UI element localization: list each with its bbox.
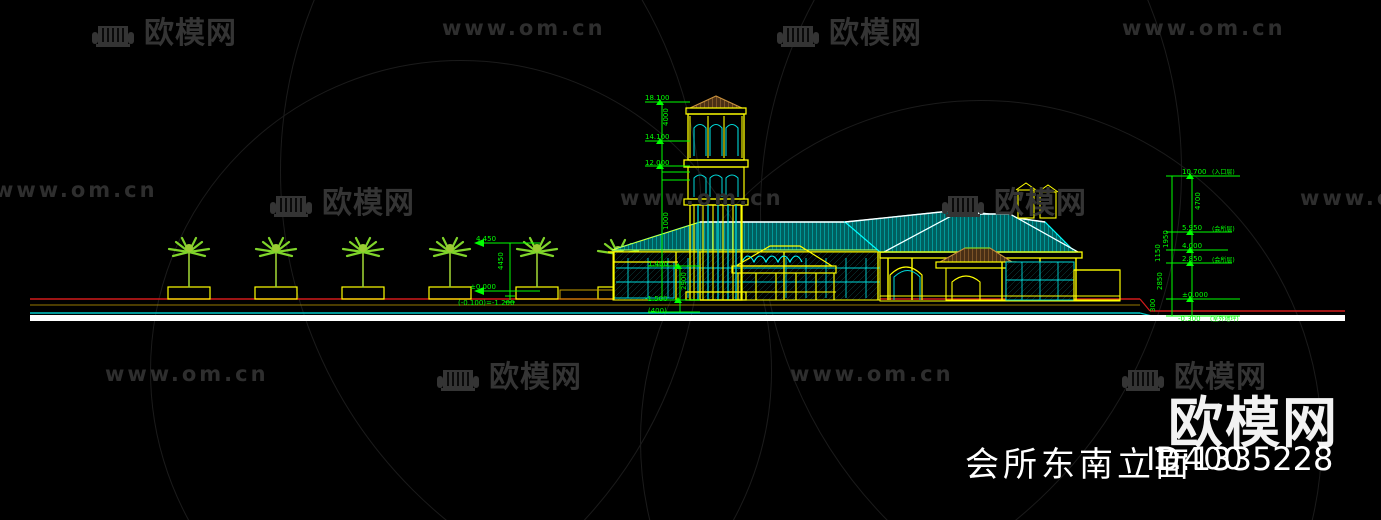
dimension-left [474, 239, 540, 303]
dim-1950: 1950 [1162, 230, 1170, 248]
elev-neg1500: -1.500 [645, 295, 668, 303]
palm-trees-row [167, 236, 640, 300]
drawing-title: 会所东南立面 [965, 445, 1193, 485]
dimension-right [1166, 173, 1240, 317]
elev-14100: 14.100 [645, 133, 670, 141]
elev-18100: 18.100 [645, 94, 670, 102]
site-grade-lines [30, 298, 1345, 321]
elev-zero-left: ±0.000 [470, 283, 496, 291]
dimension-tower [645, 99, 690, 300]
elev-10700: 10.700 [1182, 168, 1207, 176]
elev-neg300-note: (室外地坪) [1210, 315, 1239, 323]
drawing-scale: 1:400 [1152, 442, 1244, 477]
dim-4000: 4000 [662, 108, 670, 126]
elev-1400: 1.400 [648, 260, 668, 268]
dim-4450: 4450 [497, 252, 505, 270]
elev-left-lower: (-0.100)=-1.200 [458, 299, 514, 307]
elev-2850: 2.850 [1182, 255, 1202, 263]
elev-12000: 12.000 [645, 159, 670, 167]
dim-1000: 1000 [662, 212, 670, 230]
dim-1150: 1150 [1154, 244, 1162, 262]
dim-4700: 4700 [1194, 192, 1202, 210]
drawing-id: ID:1335228 [1146, 440, 1334, 478]
dim-2850: 2850 [1156, 272, 1164, 290]
right-pavilion [879, 182, 1121, 302]
elev-5950-note: (会所层) [1212, 225, 1235, 233]
elev-zero-right: ±0.000 [1182, 291, 1208, 299]
dim-2900: 2900 [680, 272, 688, 290]
elev-10700-note: (入口层) [1212, 169, 1235, 176]
elev-400: (400) [648, 307, 667, 315]
elev-4450: 4.450 [476, 235, 496, 243]
central-bell-tower [683, 95, 749, 301]
elev-5950: 5.950 [1182, 224, 1202, 232]
elev-neg300: -0.300 [1178, 315, 1201, 323]
entrance-canopy [731, 245, 837, 300]
elev-4000: 4.000 [1182, 242, 1202, 250]
dimension-center [648, 263, 700, 313]
elev-2850-note: (会所层) [1212, 256, 1235, 264]
dimension-text-layer: 18.100 14.100 12.000 4000 1000 4.450 ±0.… [458, 94, 1239, 323]
dim-300: 300 [1149, 299, 1157, 312]
watermark-brand-large: 欧模网 [1168, 391, 1340, 455]
